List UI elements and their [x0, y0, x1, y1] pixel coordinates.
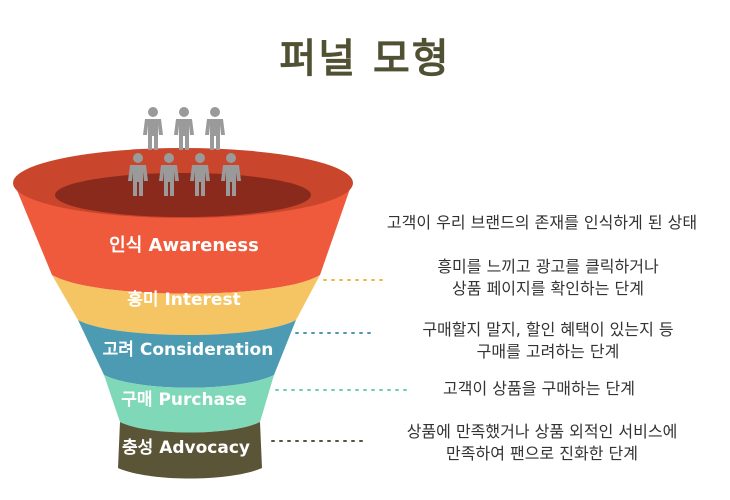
desc-awareness-line-1: 고객이 우리 브랜드의 존재를 인식하게 된 상태	[386, 213, 698, 232]
person-icon	[174, 107, 194, 150]
desc-awareness: 고객이 우리 브랜드의 존재를 인식하게 된 상태	[362, 212, 722, 234]
desc-purchase: 고객이 상품을 구매하는 단계	[414, 378, 664, 400]
funnel-stage-advocacy	[118, 422, 262, 479]
person-icon	[128, 153, 148, 196]
person-icon	[159, 153, 179, 196]
person-icon	[221, 153, 241, 196]
desc-purchase-line-1: 고객이 상품을 구매하는 단계	[443, 379, 635, 398]
desc-advocacy-line-1: 상품에 만족했거나 상품 외적인 서비스에	[406, 422, 678, 441]
funnel-rim-inner	[55, 173, 311, 217]
stage-label-purchase: 구매 Purchase	[121, 390, 246, 410]
person-icon	[190, 153, 210, 196]
desc-advocacy: 상품에 만족했거나 상품 외적인 서비스에 만족하여 팬으로 진화한 단계	[372, 421, 712, 465]
desc-interest-line-2: 상품 페이지를 확인하는 단계	[452, 279, 644, 298]
desc-advocacy-line-2: 만족하여 팬으로 진화한 단계	[446, 444, 638, 463]
person-icon	[143, 107, 163, 150]
page-title: 퍼널 모형	[279, 36, 451, 82]
person-icon	[205, 107, 225, 150]
stage-label-awareness: 인식 Awareness	[109, 235, 259, 256]
desc-interest-line-1: 흥미를 느끼고 광고를 클릭하거나	[437, 257, 659, 276]
desc-consideration-line-2: 구매를 고려하는 단계	[476, 342, 620, 361]
funnel-stage-interest	[52, 275, 320, 335]
desc-consideration: 구매할지 말지, 할인 혜택이 있는지 등 구매를 고려하는 단계	[386, 319, 710, 363]
stage-label-consideration: 고려 Consideration	[103, 340, 274, 360]
stage-label-interest: 흥미 Interest	[127, 289, 240, 310]
people-group	[128, 107, 241, 196]
desc-consideration-line-1: 구매할지 말지, 할인 혜택이 있는지 등	[422, 320, 674, 339]
desc-interest: 흥미를 느끼고 광고를 클릭하거나 상품 페이지를 확인하는 단계	[398, 256, 698, 300]
stage-label-advocacy: 충성 Advocacy	[122, 438, 250, 458]
funnel-stage-purchase	[104, 375, 274, 433]
funnel-stage-consideration	[78, 320, 296, 388]
